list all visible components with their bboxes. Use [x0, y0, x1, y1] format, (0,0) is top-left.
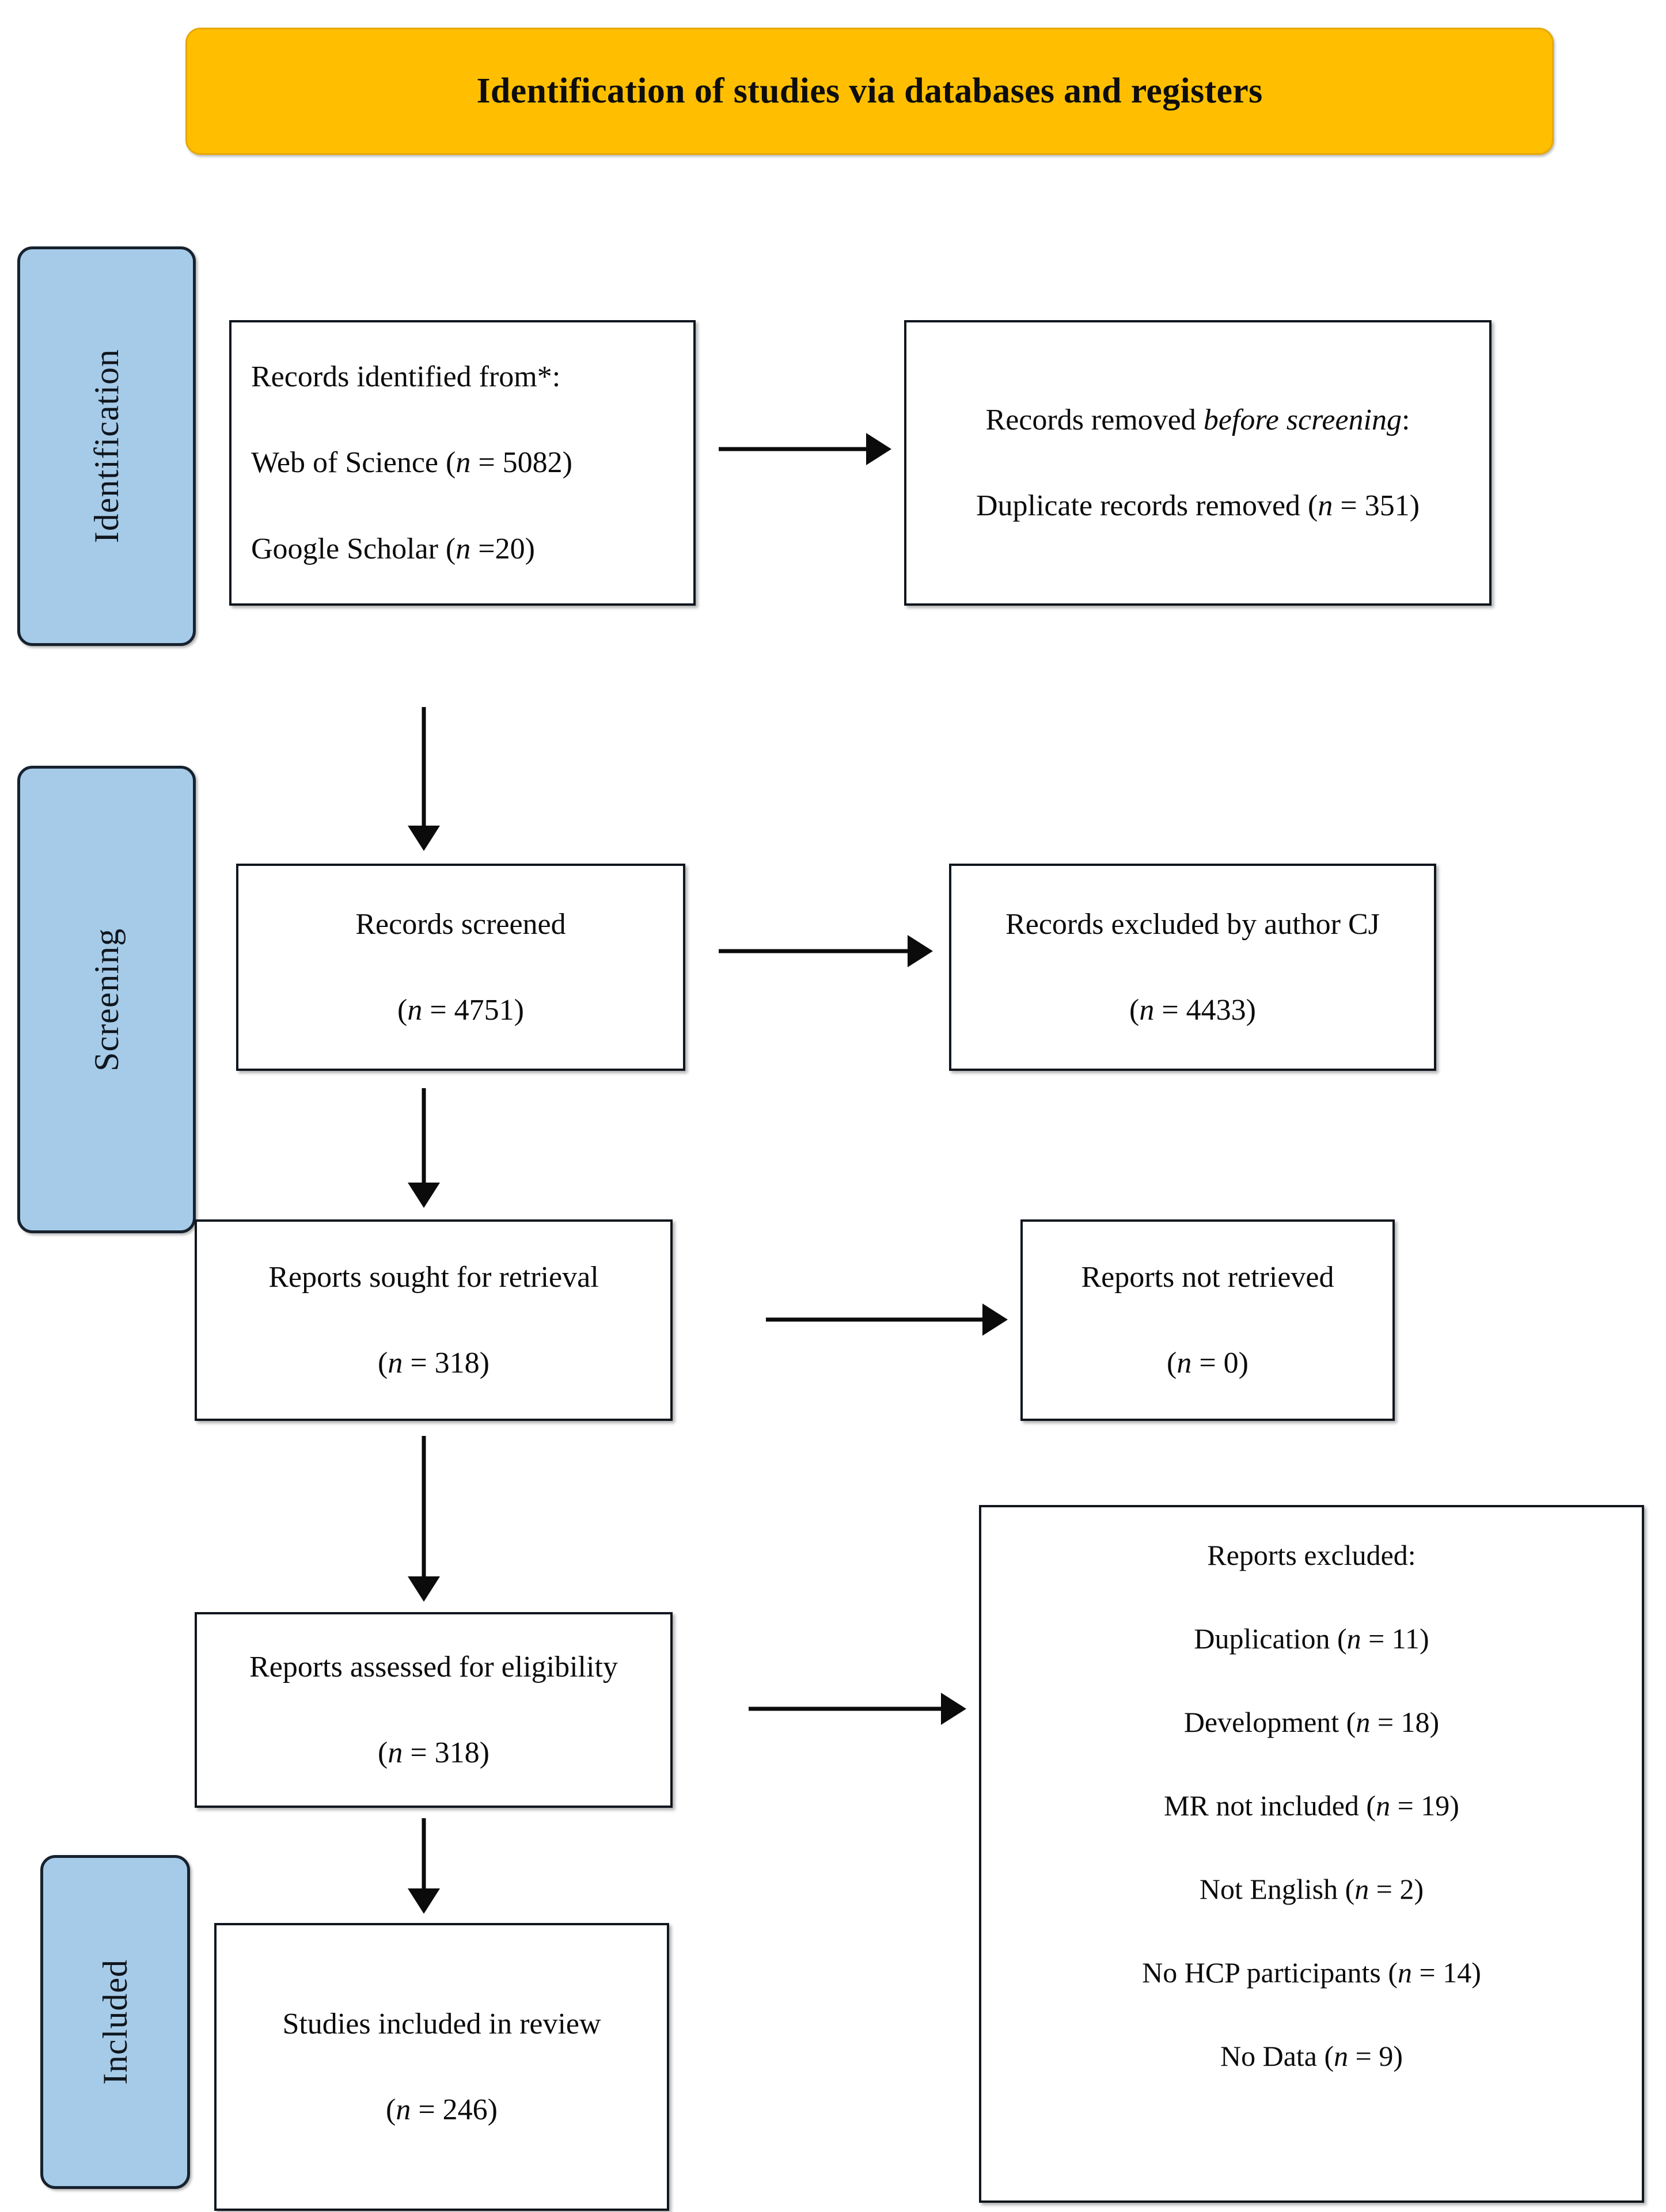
records-removed-heading: Records removed before screening: — [985, 403, 1410, 436]
duplicate-records-removed-count: Duplicate records removed (n = 351) — [976, 489, 1420, 522]
web-of-science-count: Web of Science (n = 5082) — [251, 446, 572, 480]
reports-excluded-reason-no-data: No Data (n = 9) — [1220, 2040, 1403, 2072]
reports-not-retrieved-heading: Reports not retrieved — [1081, 1260, 1334, 1294]
arrow-right-icon — [749, 1692, 966, 1726]
reports-excluded-reason-no-hcp: No HCP participants (n = 14) — [1142, 1956, 1481, 1989]
box-reports-assessed-eligibility: Reports assessed for eligibility (n = 31… — [195, 1612, 673, 1808]
box-reports-excluded-reasons: Reports excluded: Duplication (n = 11) D… — [979, 1505, 1644, 2203]
box-records-removed: Records removed before screening: Duplic… — [904, 320, 1492, 606]
reports-excluded-reason-not-english: Not English (n = 2) — [1199, 1873, 1424, 1905]
box-reports-not-retrieved: Reports not retrieved (n = 0) — [1020, 1219, 1395, 1421]
arrow-right-icon — [766, 1302, 1008, 1337]
records-screened-count: (n = 4751) — [397, 994, 524, 1027]
records-excluded-count: (n = 4433) — [1129, 994, 1256, 1027]
reports-excluded-heading: Reports excluded: — [1207, 1539, 1416, 1571]
reports-excluded-reason-duplication: Duplication (n = 11) — [1194, 1622, 1429, 1655]
studies-included-count: (n = 246) — [386, 2093, 498, 2126]
stage-identification-text: Identification — [87, 349, 126, 544]
arrow-down-icon — [407, 1436, 441, 1602]
box-records-screened: Records screened (n = 4751) — [236, 864, 685, 1071]
box-reports-sought: Reports sought for retrieval (n = 318) — [195, 1219, 673, 1421]
arrow-right-icon — [719, 432, 891, 466]
stage-included-text: Included — [96, 1959, 134, 2085]
arrow-down-icon — [407, 707, 441, 851]
arrow-down-icon — [407, 1088, 441, 1208]
reports-excluded-reason-development: Development (n = 18) — [1183, 1706, 1440, 1738]
stage-screening-text: Screening — [87, 928, 126, 1071]
records-identified-heading: Records identified from*: — [251, 360, 561, 393]
reports-eligibility-count: (n = 318) — [378, 1736, 489, 1769]
records-screened-heading: Records screened — [355, 907, 566, 941]
stage-label-included: Included — [40, 1855, 190, 2189]
box-records-excluded-by-author: Records excluded by author CJ (n = 4433) — [949, 864, 1436, 1071]
stage-label-screening: Screening — [17, 766, 196, 1233]
reports-excluded-reason-mr-not-included: MR not included (n = 19) — [1164, 1789, 1459, 1822]
records-excluded-heading: Records excluded by author CJ — [1005, 907, 1380, 941]
reports-not-retrieved-count: (n = 0) — [1167, 1347, 1248, 1379]
reports-sought-count: (n = 318) — [378, 1347, 489, 1379]
stage-label-identification: Identification — [17, 246, 196, 646]
arrow-down-icon — [407, 1818, 441, 1914]
google-scholar-count: Google Scholar (n =20) — [251, 532, 535, 565]
arrow-right-icon — [719, 934, 933, 968]
page-title: Identification of studies via databases … — [476, 71, 1263, 111]
diagram-title-banner: Identification of studies via databases … — [185, 28, 1554, 155]
box-studies-included: Studies included in review (n = 246) — [214, 1923, 669, 2211]
box-records-identified: Records identified from*: Web of Science… — [229, 320, 696, 606]
studies-included-heading: Studies included in review — [282, 2007, 601, 2040]
reports-eligibility-heading: Reports assessed for eligibility — [249, 1650, 618, 1683]
reports-sought-heading: Reports sought for retrieval — [268, 1260, 599, 1294]
